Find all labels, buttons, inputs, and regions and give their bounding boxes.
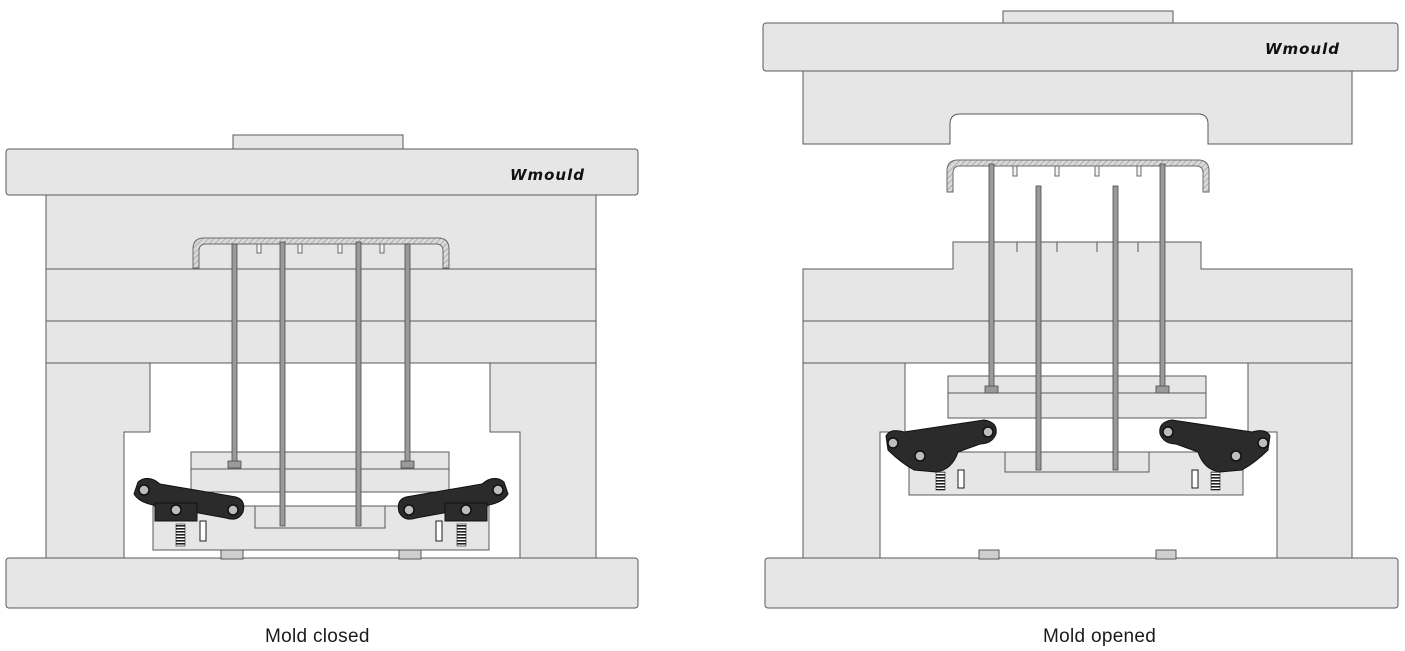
ejector-pin xyxy=(404,243,411,463)
ejector-plate xyxy=(190,468,450,493)
lifter-pin xyxy=(355,241,362,527)
pin-head xyxy=(984,385,999,394)
latch-right-closed xyxy=(397,478,509,547)
ejector-pins-closed xyxy=(227,241,415,527)
support-plate xyxy=(802,320,1353,364)
latch-left-closed xyxy=(133,478,245,547)
ejector-plate-step xyxy=(1004,451,1150,473)
ejector-housing xyxy=(802,362,906,559)
ejector-housing-right xyxy=(1247,362,1353,559)
ejector-plate-step xyxy=(254,505,386,529)
mold-closed-diagram: Wmould xyxy=(5,134,639,609)
bottom-clamp-plate xyxy=(764,557,1399,609)
ejector-pin xyxy=(988,163,995,389)
caption-mold-closed: Mold closed xyxy=(265,626,370,647)
stop-pin xyxy=(978,549,1000,560)
locating-ring xyxy=(232,134,404,151)
brand-logo: Wmould xyxy=(510,166,585,184)
core-slots-opened xyxy=(1016,242,1139,252)
latch-right-opened xyxy=(1159,419,1271,491)
molded-part-opened xyxy=(946,159,1210,193)
latch-left-opened xyxy=(885,419,997,491)
locating-ring xyxy=(1002,10,1174,25)
mold-opened-diagram: Wmould xyxy=(762,10,1399,609)
ejector-pin xyxy=(231,243,238,463)
part-ribs-closed xyxy=(256,243,385,254)
pin-head xyxy=(400,460,415,469)
caption-mold-opened: Mold opened xyxy=(1043,626,1157,647)
cavity-plate xyxy=(802,70,1353,145)
brand-logo: Wmould xyxy=(1265,40,1340,58)
pin-head xyxy=(227,460,242,469)
ejector-pins-opened xyxy=(984,163,1170,471)
bottom-clamp-plate xyxy=(5,557,639,609)
pin-head xyxy=(1155,385,1170,394)
ejector-housing-right xyxy=(489,362,597,559)
stop-pin xyxy=(1155,549,1177,560)
core-plate xyxy=(45,268,597,322)
lifter-pin xyxy=(1035,185,1042,471)
stop-pin xyxy=(398,549,422,560)
ejector-plate xyxy=(947,392,1207,419)
ejector-housing xyxy=(45,362,151,559)
lifter-pin xyxy=(1112,185,1119,471)
support-plate xyxy=(45,320,597,364)
ejector-pin xyxy=(1159,163,1166,389)
stop-pin xyxy=(220,549,244,560)
part-ribs-opened xyxy=(1012,165,1142,177)
cavity-plate xyxy=(45,194,597,270)
molded-part-closed xyxy=(192,237,450,269)
lifter-pin xyxy=(279,241,286,527)
core-plate xyxy=(802,241,1353,322)
